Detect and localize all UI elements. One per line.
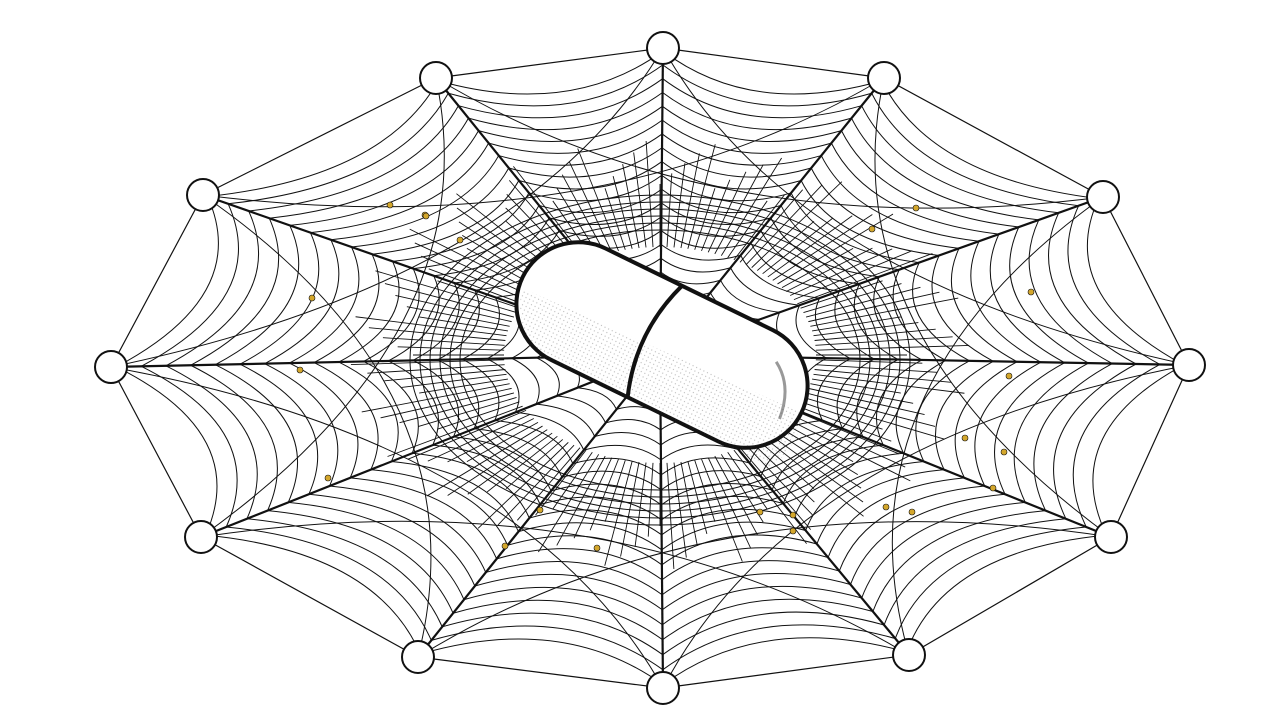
- capsule-pill: [496, 221, 834, 471]
